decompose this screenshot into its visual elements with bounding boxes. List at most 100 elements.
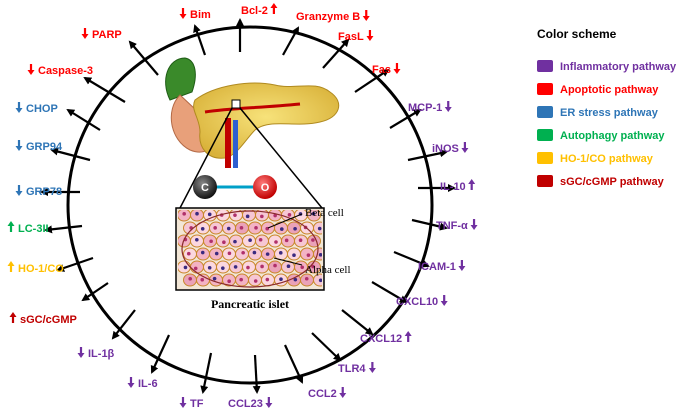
up-arrow-icon-il-10 (468, 179, 476, 190)
arrow-ho-1-co (56, 256, 94, 272)
down-arrow-icon-grp78 (15, 185, 23, 196)
arrow-chop (66, 108, 101, 131)
arrow-grp94 (50, 147, 91, 162)
arrow-mcp-1 (389, 108, 422, 129)
legend-label-ho-1-co-pathway: HO-1/CO pathway (560, 153, 654, 165)
marker-il-6: IL-6 (127, 377, 158, 390)
down-arrow-icon-tlr4 (368, 362, 376, 373)
marker-caspase-3: Caspase-3 (27, 64, 93, 77)
down-arrow-icon-grp94 (15, 140, 23, 151)
arrow-il-6 (150, 334, 170, 374)
legend: Color scheme Inflammatory pathwayApoptot… (537, 27, 677, 188)
arrow-lc-3ii (44, 224, 83, 234)
up-arrow-icon-lc-3ii (7, 221, 15, 232)
arrow-cxcl12 (341, 309, 374, 336)
marker-label-il-6: IL-6 (138, 378, 158, 390)
alpha-cell-label: Alpha cell (305, 264, 351, 276)
legend-label-autophagy-pathway: Autophagy pathway (560, 130, 665, 142)
down-arrow-icon-mcp-1 (444, 101, 452, 112)
down-arrow-icon-tf (179, 397, 187, 408)
co-molecule: C O (193, 175, 277, 199)
legend-swatch-sgc-cgmp-pathway (537, 175, 553, 187)
arrow-cxcl10 (371, 281, 408, 304)
marker-label-caspase-3: Caspase-3 (38, 65, 93, 77)
molecule-c-label: C (201, 182, 209, 194)
up-arrow-icon-sgc-cgmp (9, 312, 17, 323)
marker-label-grp78: GRP78 (26, 186, 62, 198)
legend-swatch-inflammatory-pathway (537, 60, 553, 72)
legend-swatch-autophagy-pathway (537, 129, 553, 141)
arrow-group (40, 18, 456, 394)
marker-label-tlr4: TLR4 (338, 363, 366, 375)
marker-label-granzyme-b: Granzyme B (296, 11, 360, 23)
islet-box (175, 207, 325, 291)
marker-label-ho-1-co: HO-1/CO (18, 263, 64, 275)
marker-label-lc-3ii: LC-3II (18, 223, 49, 235)
legend-swatch-apoptotic-pathway (537, 83, 553, 95)
marker-bcl-2: Bcl-2 (241, 3, 278, 17)
down-arrow-icon-granzyme-b (362, 10, 370, 21)
marker-parp: PARP (81, 28, 122, 41)
down-arrow-icon-il-6 (127, 377, 135, 388)
marker-ho-1-co: HO-1/CO (7, 261, 64, 275)
marker-inos: iNOS (432, 142, 469, 155)
down-arrow-icon-bim (179, 8, 187, 19)
marker-sgc-cgmp: sGC/cGMP (9, 312, 77, 326)
marker-label-sgc-cgmp: sGC/cGMP (20, 314, 77, 326)
marker-cxcl12: CXCL12 (360, 331, 412, 345)
up-arrow-icon-ho-1-co (7, 261, 15, 272)
down-arrow-icon-ccl23 (265, 397, 273, 408)
marker-label-parp: PARP (92, 29, 122, 41)
beta-cell-label: Beta cell (305, 207, 344, 219)
down-arrow-icon-caspase-3 (27, 64, 35, 75)
marker-icam-1: ICAM-1 (418, 260, 466, 273)
marker-label-icam-1: ICAM-1 (418, 261, 456, 273)
arrow-inos (407, 149, 448, 162)
arrow-sgc-cgmp (81, 282, 109, 302)
marker-tlr4: TLR4 (338, 362, 376, 375)
down-arrow-icon-inos (461, 142, 469, 153)
down-arrow-icon-cxcl10 (440, 295, 448, 306)
arrow-tf (200, 352, 213, 394)
marker-label-bim: Bim (190, 9, 211, 21)
marker-grp94: GRP94 (15, 140, 63, 153)
marker-label-tf: TF (190, 398, 204, 410)
marker-label-il-1: IL-1β (88, 348, 115, 360)
arrow-tnf (411, 218, 448, 231)
down-arrow-icon-icam-1 (458, 260, 466, 271)
marker-label-fas: Fas (372, 64, 391, 76)
main-circle (66, 25, 434, 385)
arrow-ccl2 (284, 344, 304, 384)
arrow-granzyme-b (282, 26, 299, 56)
marker-label-cxcl12: CXCL12 (360, 333, 402, 345)
marker-label-tnf: TNF-α (436, 220, 468, 232)
legend-label-apoptotic-pathway: Apoptotic pathway (560, 84, 659, 96)
arrow-fas (354, 68, 390, 93)
marker-tnf: TNF-α (436, 219, 478, 232)
arrow-caspase-3 (83, 76, 126, 103)
arrow-tlr4 (311, 332, 342, 362)
legend-title: Color scheme (537, 27, 617, 41)
marker-mcp-1: MCP-1 (408, 101, 452, 114)
marker-label-cxcl10: CXCL10 (396, 296, 438, 308)
down-arrow-icon-ccl2 (339, 387, 347, 398)
marker-label-ccl23: CCL23 (228, 398, 263, 410)
down-arrow-icon-fasl (366, 30, 374, 41)
arrow-il-1 (111, 309, 136, 340)
marker-cxcl10: CXCL10 (396, 295, 448, 308)
marker-bim: Bim (179, 8, 211, 21)
marker-ccl23: CCL23 (228, 397, 273, 410)
arrow-ccl23 (252, 354, 261, 394)
marker-label-mcp-1: MCP-1 (408, 102, 442, 114)
down-arrow-icon-parp (81, 28, 89, 39)
arrow-icam-1 (393, 250, 430, 268)
legend-swatch-ho-1-co-pathway (537, 152, 553, 164)
legend-swatch-er-stress-pathway (537, 106, 553, 118)
marker-label-ccl2: CCL2 (308, 388, 337, 400)
marker-ccl2: CCL2 (308, 387, 347, 400)
down-arrow-icon-tnf (470, 219, 478, 230)
down-arrow-icon-il-1 (77, 347, 85, 358)
legend-label-er-stress-pathway: ER stress pathway (560, 107, 659, 119)
